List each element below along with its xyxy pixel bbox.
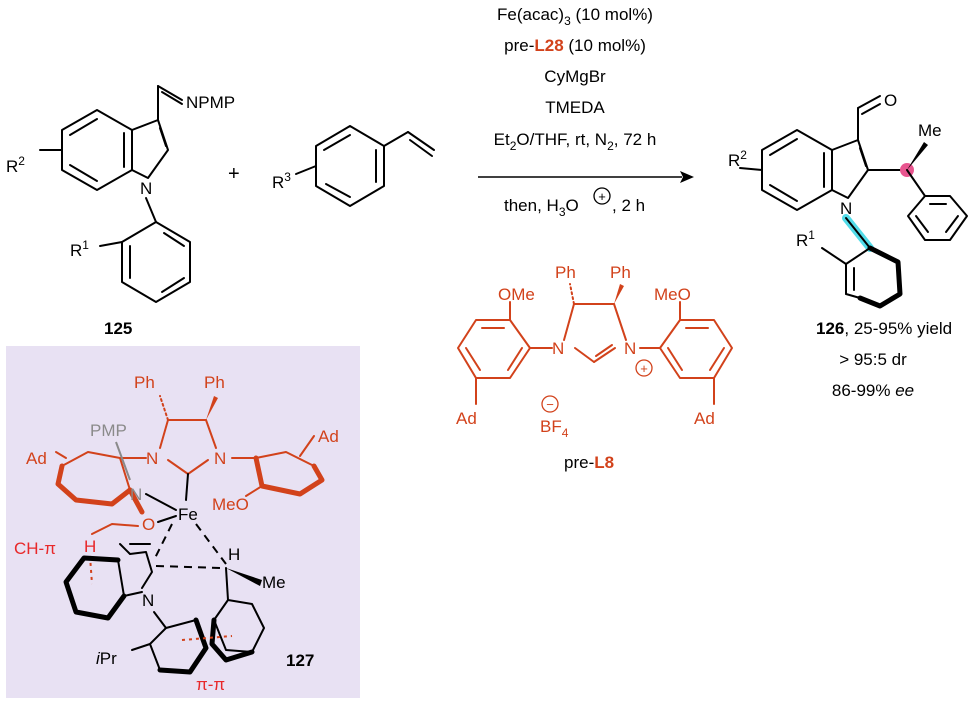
ts-n-right: N: [214, 449, 226, 468]
product-yield-line: 126, 25-95% yield: [816, 319, 952, 338]
ts-ad-left: Ad: [26, 449, 47, 468]
product-126: O Me R2 N R1 126, 25-95% yield > 95:5 dr…: [728, 91, 968, 400]
indole-nitrogen: N: [140, 179, 152, 198]
r2-label: R2: [6, 154, 25, 176]
product-r1-label: R1: [796, 228, 815, 250]
indole-benzo-ring: [61, 109, 133, 191]
styrene-reactant: R3: [272, 125, 435, 207]
reactant-125: NPMP R2 N R1 125: [6, 85, 235, 338]
ts-n-aryl: [157, 617, 209, 675]
ts-ph-left: Ph: [134, 373, 155, 392]
product-dr: > 95:5 dr: [839, 350, 907, 369]
l8-ome: OMe: [498, 285, 535, 304]
product-benzo-ring: [761, 129, 833, 211]
ts-right-aryl: [253, 455, 325, 497]
condition-additive: TMEDA: [545, 98, 605, 117]
ts-imine-n: N: [130, 485, 142, 504]
l8-n-left: N: [552, 339, 564, 358]
pi-pi-label: π-π: [196, 675, 225, 694]
l8-n-right: N: [624, 339, 636, 358]
condition-workup-time: , 2 h: [612, 196, 645, 215]
product-r2-label: R2: [728, 148, 747, 170]
ts-indole-n: N: [142, 591, 154, 610]
ts-ad-right: Ad: [318, 427, 339, 446]
imine-label: NPMP: [186, 93, 235, 112]
product-nitrogen: N: [840, 199, 852, 218]
ts-me: Me: [262, 573, 286, 592]
reaction-conditions: Fe(acac)3 (10 mol%) pre-L28 (10 mol%) Cy…: [478, 5, 694, 219]
anion-charge-circle: [541, 395, 559, 413]
condition-solvent: Et2O/THF, rt, N2, 72 h: [494, 130, 657, 153]
ts-ph-right: Ph: [204, 373, 225, 392]
ts-ipr: iPr: [96, 649, 117, 668]
ts-meo: MeO: [212, 495, 249, 514]
condition-workup: then, H3O: [504, 196, 579, 219]
compound-label-127: 127: [286, 651, 314, 670]
ch-pi-label: CH-π: [14, 539, 56, 558]
ts-h-right: H: [228, 545, 240, 564]
r3-label: R3: [272, 170, 291, 192]
ts-pmp: PMP: [90, 421, 127, 440]
l8-cation-circle: [635, 359, 653, 377]
product-ee: 86-99% ee: [832, 381, 914, 400]
condition-preligand: pre-L28 (10 mol%): [504, 36, 646, 55]
aldehyde-oxygen: O: [884, 91, 897, 110]
ts-iron: Fe: [178, 505, 198, 524]
l8-ad-left: Ad: [456, 409, 477, 428]
l8-ph-right: Ph: [610, 263, 631, 282]
l8-cation-charge: +: [640, 361, 648, 376]
condition-catalyst: Fe(acac)3 (10 mol%): [497, 5, 653, 28]
product-methyl: Me: [918, 121, 942, 140]
anion-charge: −: [546, 397, 554, 412]
r1-label: R1: [70, 238, 89, 260]
condition-grignard: CyMgBr: [544, 67, 606, 86]
product-n-aryl-bold: [857, 245, 903, 309]
complex-127-panel: Ph Ph N N Ad MeO Ad O PMP N Fe: [6, 346, 360, 698]
ts-indole-benzo: [63, 555, 127, 621]
ts-oxygen: O: [142, 515, 155, 534]
ts-left-aryl: [55, 463, 133, 507]
l8-ph-left: Ph: [555, 263, 576, 282]
ts-phenyl: [209, 617, 255, 663]
compound-label-125: 125: [104, 319, 132, 338]
n-aryl-ring: [121, 221, 191, 303]
anion-label: BF4: [540, 417, 569, 440]
plus-sign: +: [228, 163, 240, 185]
product-pyrrole-ring: [831, 139, 869, 199]
styrene-ring: [315, 125, 385, 207]
ligand-pre-L8: Ph Ph N N + OMe Ad MeO Ad: [456, 263, 733, 472]
l8-meo: MeO: [654, 285, 691, 304]
indole-pyrrole-ring: [131, 119, 169, 179]
methyl-wedge: [907, 142, 928, 170]
ts-n-left: N: [146, 449, 158, 468]
workup-charge-circle: [593, 187, 611, 205]
ligand-label: pre-L8: [564, 453, 614, 472]
l8-ad-right: Ad: [694, 409, 715, 428]
reaction-arrowhead: [680, 171, 694, 183]
product-phenyl: [907, 195, 968, 241]
ts-h-left: H: [84, 537, 96, 556]
workup-charge: +: [598, 189, 606, 204]
